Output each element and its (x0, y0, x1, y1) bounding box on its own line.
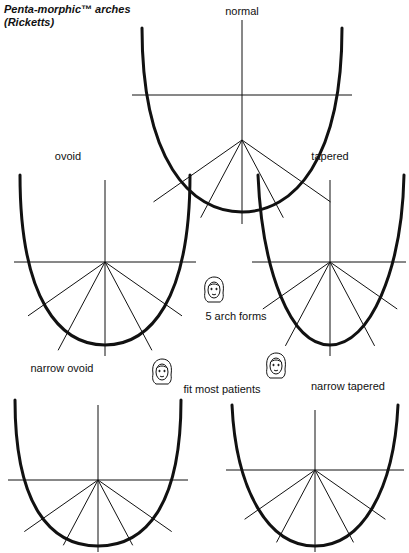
midline (105, 180, 106, 356)
face-icon (267, 353, 286, 378)
spoke-line (315, 470, 385, 519)
face-icon (205, 277, 224, 302)
arch-label: tapered (311, 150, 348, 163)
spoke-line (277, 470, 316, 542)
spoke-line (330, 262, 375, 346)
midline (98, 405, 99, 552)
spoke-lines (24, 140, 397, 545)
spoke-line (105, 262, 182, 316)
spoke-line (242, 140, 283, 218)
arch-label: 5 arch forms (205, 310, 266, 323)
tapered-arch (258, 175, 404, 345)
spoke-line (154, 140, 243, 202)
spoke-line (28, 262, 105, 316)
spoke-line (242, 140, 331, 202)
spoke-line (98, 480, 172, 532)
arch-label: fit most patients (183, 383, 260, 396)
midline (242, 20, 243, 224)
spoke-line (285, 262, 330, 346)
arch-label: normal (225, 5, 259, 18)
midline (330, 180, 331, 356)
face-icon (153, 359, 172, 384)
diagram-title: Penta-morphic™ arches (Ricketts) (4, 3, 138, 29)
spoke-line (63, 480, 98, 545)
spoke-line (315, 470, 354, 542)
midline (315, 410, 316, 552)
spoke-line (263, 262, 330, 309)
spoke-line (245, 470, 315, 519)
spoke-line (98, 480, 133, 545)
arch-label: ovoid (55, 150, 81, 163)
spoke-line (330, 262, 397, 309)
arch-label: narrow ovoid (31, 362, 94, 375)
reference-line (132, 95, 352, 96)
arch-label: narrow tapered (311, 380, 385, 393)
spoke-line (24, 480, 98, 532)
spoke-line (201, 140, 242, 218)
spoke-line (105, 262, 152, 350)
spoke-line (58, 262, 105, 350)
